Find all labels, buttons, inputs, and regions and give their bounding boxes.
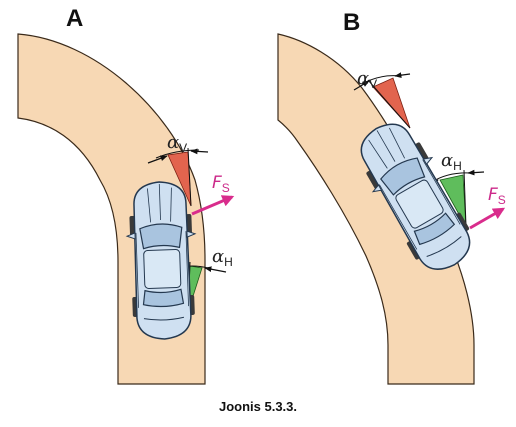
panel-a: A αV αH FS <box>17 5 235 385</box>
side-force-label-b: FS <box>488 185 506 207</box>
side-force-arrow-b <box>469 207 506 230</box>
side-force-arrow-a <box>191 195 235 216</box>
rear-slip-angle-label-a: αH <box>212 246 233 269</box>
front-slip-angle-label-a: αV <box>167 132 187 155</box>
panel-letter-a: A <box>66 5 83 32</box>
front-slip-angle-label-b: αV <box>357 68 377 91</box>
side-force-label-a: FS <box>212 173 230 195</box>
panel-b: B αV αH FS <box>277 9 506 385</box>
panel-letter-b: B <box>343 9 360 36</box>
rear-slip-angle-label-b: αH <box>441 150 462 173</box>
road-b <box>277 33 475 385</box>
figure-caption: Joonis 5.3.3. <box>218 399 298 414</box>
